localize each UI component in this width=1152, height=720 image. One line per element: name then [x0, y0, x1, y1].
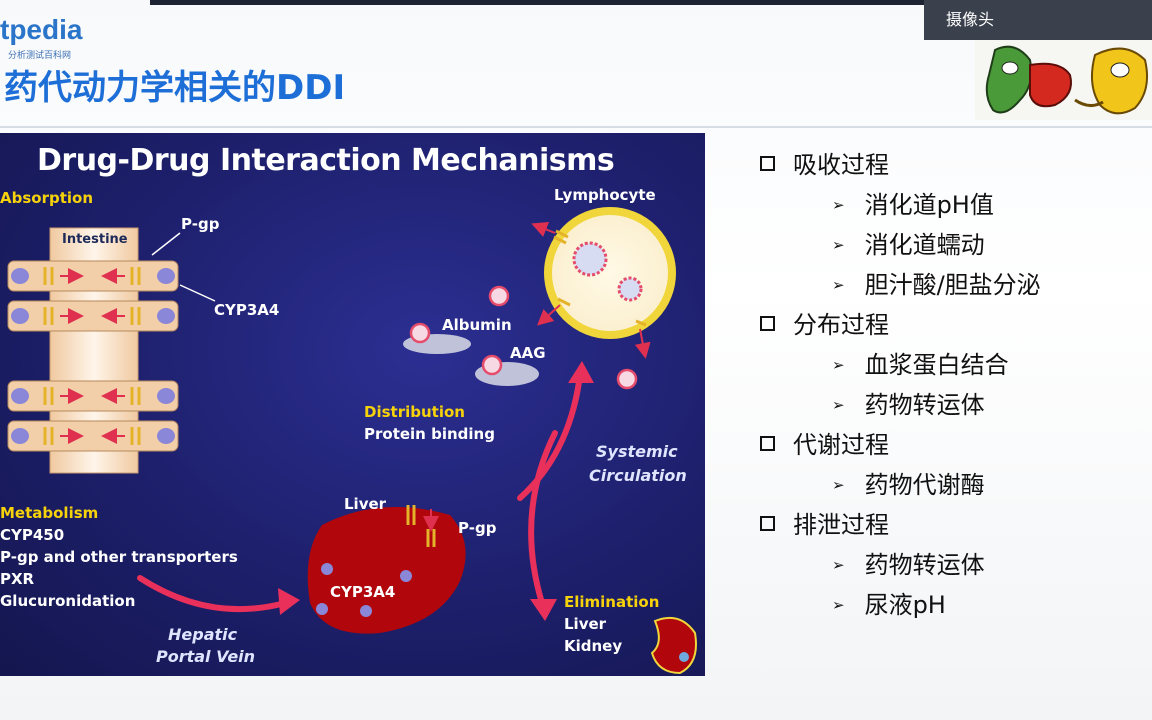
- label-protein-binding: Protein binding: [364, 425, 495, 443]
- arrowhead-bullet-icon: ➢: [832, 556, 845, 574]
- label-elim-liver: Liver: [564, 615, 607, 633]
- label-liver: Liver: [344, 495, 387, 513]
- arrowhead-bullet-icon: ➢: [832, 236, 845, 254]
- outline-item: 分布过程: [760, 305, 889, 340]
- logo-subtext: 分析测试百科网: [8, 51, 72, 61]
- outline-item: 排泄过程: [760, 505, 889, 540]
- outline-item: ➢尿液pH: [832, 591, 946, 619]
- label-elim-kidney: Kidney: [564, 637, 623, 655]
- title-divider: [0, 126, 1152, 128]
- figure-drawing: [7, 207, 697, 675]
- figure-title: Drug-Drug Interaction Mechanisms: [37, 143, 615, 178]
- label-metabolism: Metabolism: [0, 504, 99, 522]
- label-cyp450: CYP450: [0, 526, 65, 544]
- outline-item: ➢消化道pH值: [832, 191, 994, 219]
- square-bullet-icon: [760, 436, 775, 451]
- label-cyp3a4-intestine: CYP3A4: [214, 301, 280, 319]
- outline-item: ➢血浆蛋白结合: [832, 351, 1009, 379]
- label-distribution: Distribution: [364, 403, 465, 421]
- label-cyp3a4-liver: CYP3A4: [330, 583, 396, 601]
- outline-item: 吸收过程: [760, 145, 889, 180]
- label-albumin: Albumin: [442, 316, 512, 334]
- arrowhead-bullet-icon: ➢: [832, 196, 845, 214]
- logo-text: tpedia: [0, 14, 83, 45]
- arrowhead-bullet-icon: ➢: [832, 596, 845, 614]
- label-lymphocyte: Lymphocyte: [554, 186, 656, 204]
- outline-item: ➢胆汁酸/胆盐分泌: [832, 271, 1041, 299]
- arrowhead-bullet-icon: ➢: [832, 276, 845, 294]
- arrowhead-bullet-icon: ➢: [832, 396, 845, 414]
- arrowhead-bullet-icon: ➢: [832, 476, 845, 494]
- ddi-mechanisms-figure: Drug-Drug Interaction Mechanisms Absorpt…: [0, 133, 705, 676]
- slide-title: 药代动力学相关的DDI: [4, 68, 346, 108]
- outline-item: ➢药物转运体: [832, 391, 985, 419]
- arrowhead-bullet-icon: ➢: [832, 356, 845, 374]
- outline-item: ➢药物转运体: [832, 551, 985, 579]
- label-pgp-intestine: P-gp: [181, 215, 220, 233]
- cartoon-mascot-icon: [975, 40, 1152, 120]
- label-elimination: Elimination: [564, 593, 660, 611]
- outline-item: ➢药物代谢酶: [832, 471, 985, 499]
- label-pgp-liver: P-gp: [458, 519, 497, 537]
- outline-item: ➢消化道蠕动: [832, 231, 985, 259]
- square-bullet-icon: [760, 516, 775, 531]
- outline-item: 代谢过程: [760, 425, 889, 460]
- label-intestine: Intestine: [62, 232, 128, 247]
- square-bullet-icon: [760, 316, 775, 331]
- label-absorption: Absorption: [0, 189, 94, 207]
- square-bullet-icon: [760, 156, 775, 171]
- label-pxr: PXR: [0, 570, 35, 588]
- label-portal-vein: Portal Vein: [156, 647, 256, 666]
- label-hepatic: Hepatic: [168, 625, 238, 644]
- label-circulation: Circulation: [589, 466, 687, 485]
- label-pgp-transporters: P-gp and other transporters: [0, 548, 238, 566]
- label-glucuronidation: Glucuronidation: [0, 592, 136, 610]
- label-aag: AAG: [510, 344, 546, 362]
- camera-label: 摄像头: [924, 0, 1152, 40]
- top-bar: [150, 0, 1090, 5]
- label-systemic: Systemic: [596, 442, 678, 461]
